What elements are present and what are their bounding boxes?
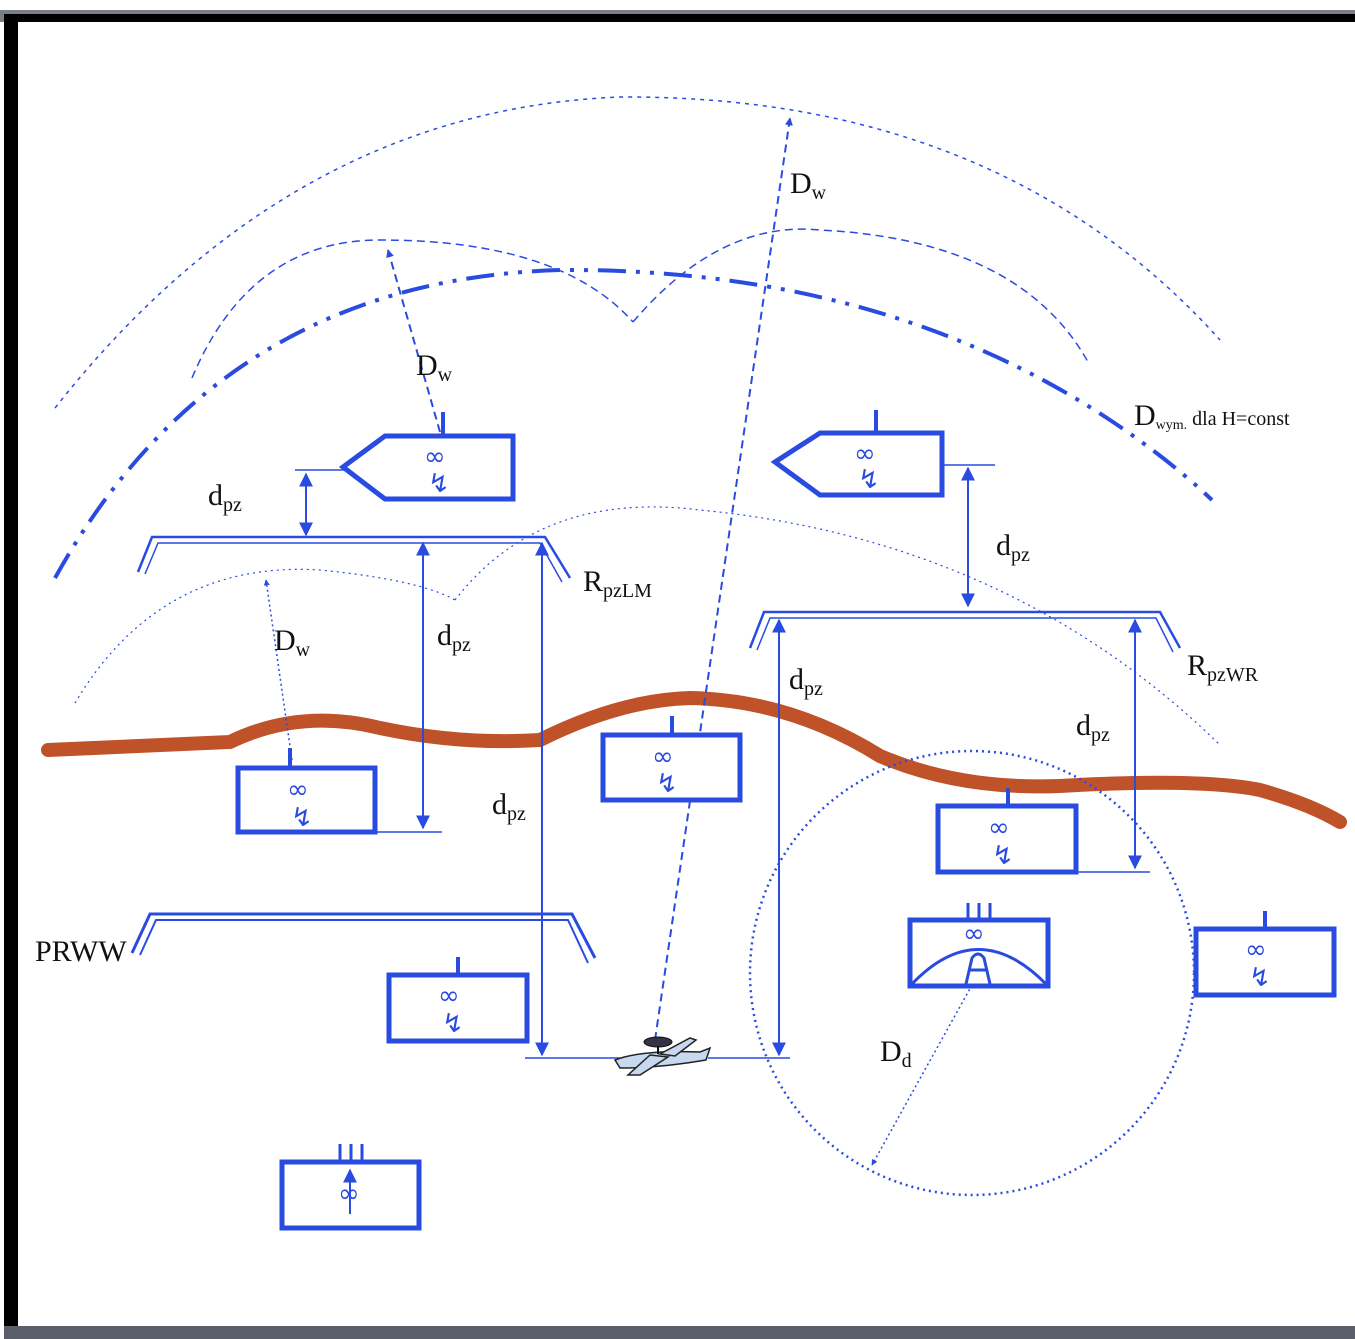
- radar-unit: ∞: [907, 903, 1051, 989]
- dw-label-low: Dw: [274, 624, 311, 661]
- svg-text:↯: ↯: [992, 841, 1014, 871]
- dwym-label: Dwym. dla H=const: [1134, 399, 1290, 433]
- dwym-arc: [53, 267, 1214, 579]
- svg-text:∞: ∞: [988, 813, 1010, 843]
- svg-text:∞: ∞: [854, 439, 876, 469]
- svg-text:↯: ↯: [428, 469, 450, 499]
- low-range-arc-left: [74, 568, 456, 704]
- rpzwr-barrier-inner: [756, 617, 1174, 653]
- unit-box-2: ∞ ↯: [600, 716, 743, 803]
- dw-vector-left: [386, 249, 441, 433]
- rpzlm-barrier: [136, 535, 572, 579]
- dw-vector-top: [654, 117, 793, 1041]
- svg-text:∞: ∞: [438, 981, 460, 1011]
- command-unit: ∞: [279, 1144, 422, 1231]
- dw-label-top: Dw: [790, 167, 827, 204]
- unit-box-1: ∞ ↯: [235, 748, 378, 835]
- svg-text:↯: ↯: [442, 1009, 464, 1039]
- svg-text:∞: ∞: [1245, 935, 1267, 965]
- mid-range-arc-right: [632, 228, 1089, 363]
- dpz-label-4: dpz: [996, 529, 1030, 566]
- low-range-arc-right: [454, 506, 1221, 746]
- svg-text:∞: ∞: [338, 1179, 360, 1209]
- outer-range-arc: [54, 96, 1221, 409]
- rpzlm-label: RpzLM: [583, 565, 652, 602]
- dd-radius: [871, 984, 973, 1166]
- svg-text:∞: ∞: [287, 775, 309, 805]
- prww-barrier: [130, 912, 597, 959]
- svg-text:↯: ↯: [1249, 963, 1271, 993]
- prww-label: PRWW: [35, 935, 127, 968]
- prww-barrier-inner: [139, 919, 589, 964]
- svg-text:↯: ↯: [858, 465, 880, 495]
- rpzwr-label: RpzWR: [1187, 649, 1259, 686]
- unit-box-4: ∞ ↯: [386, 957, 530, 1044]
- forward-unit-right: ∞ ↯: [770, 410, 945, 498]
- unit-box-5: ∞ ↯: [1193, 911, 1337, 998]
- frame-border-left: [4, 14, 18, 1332]
- rpzlm-barrier-inner: [144, 542, 563, 583]
- svg-text:↯: ↯: [656, 769, 678, 799]
- mid-range-arc-left: [191, 239, 634, 379]
- dpz-label-1: dpz: [208, 479, 242, 516]
- dpz-label-6: dpz: [1076, 709, 1110, 746]
- dpz-label-2: dpz: [437, 619, 471, 656]
- svg-text:∞: ∞: [424, 442, 446, 472]
- dd-label: Dd: [880, 1035, 912, 1072]
- dpz-label-5: dpz: [789, 663, 823, 700]
- awacs-aircraft-icon: [613, 1036, 712, 1076]
- frame-border-top-inner: [4, 14, 1355, 22]
- rpzwr-barrier: [748, 610, 1182, 649]
- svg-text:∞: ∞: [652, 742, 674, 772]
- dpz-label-3: dpz: [492, 788, 526, 825]
- dw-label-left: Dw: [416, 349, 453, 386]
- unit-box-3: ∞ ↯: [935, 788, 1079, 875]
- frame-border-bottom: [4, 1326, 1355, 1339]
- dw-vector-low: [263, 579, 293, 761]
- svg-text:↯: ↯: [291, 803, 313, 833]
- svg-text:∞: ∞: [963, 919, 985, 949]
- forward-unit-left: ∞ ↯: [338, 412, 516, 502]
